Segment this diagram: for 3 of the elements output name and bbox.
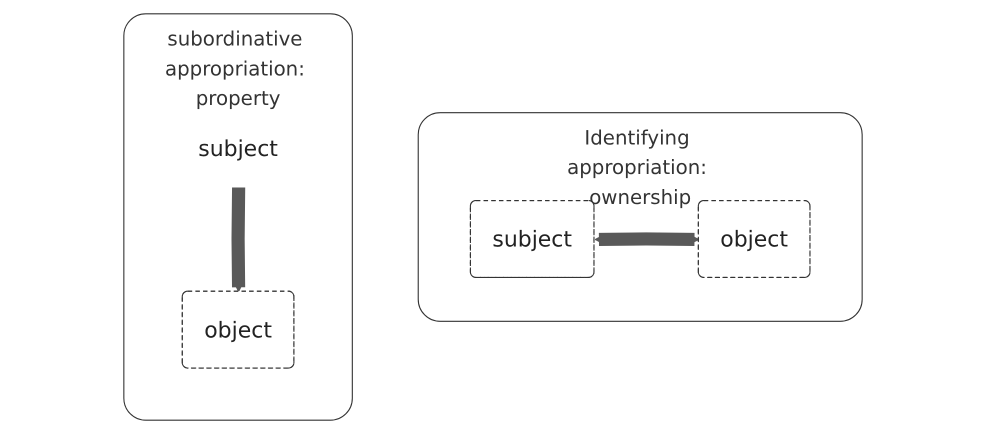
arrow <box>594 232 700 246</box>
node-text: subject <box>198 135 278 162</box>
arrow <box>232 187 246 292</box>
